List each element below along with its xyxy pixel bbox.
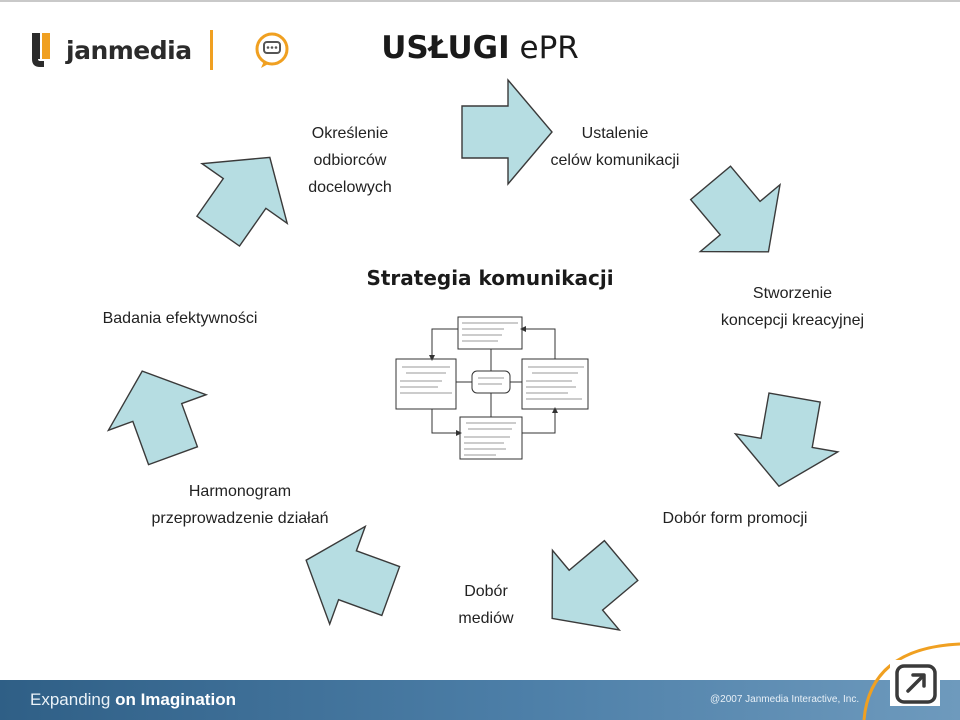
top-border	[0, 0, 960, 2]
cycle-arrow-right	[727, 387, 847, 496]
step-label-harmonogram: Harmonogram przeprowadzenie działań	[125, 478, 355, 532]
step-label-okreslenie: Określenie odbiorców docelowych	[285, 120, 415, 201]
step-label-badania: Badania efektywności	[80, 305, 280, 332]
step-label-ustalenie: Ustalenie celów komunikacji	[530, 120, 700, 174]
step-label-dobor-mediow: Dobór mediów	[436, 578, 536, 632]
step-label-dobor-form: Dobór form promocji	[640, 505, 830, 532]
strategy-flow-thumbnail	[395, 316, 589, 460]
step-line: Badania efektywności	[102, 310, 258, 327]
step-line: Stworzenie	[752, 285, 833, 302]
logo-divider	[210, 30, 213, 70]
cycle-arrow-bottom-right	[518, 520, 656, 659]
step-line: odbiorców	[313, 152, 387, 169]
logo-mark-icon	[30, 33, 60, 67]
footer-bar: Expanding on Imagination @2007 Janmedia …	[0, 680, 960, 720]
title-bold: USŁUGI	[381, 30, 510, 66]
step-label-stworzenie: Stworzenie koncepcji kreacyjnej	[700, 280, 885, 334]
cycle-arrow-left	[92, 352, 223, 475]
step-line: mediów	[458, 610, 514, 627]
page-title: USŁUGI ePR	[0, 30, 960, 66]
chat-bubble-icon	[252, 30, 292, 70]
center-title: Strategia komunikacji	[366, 266, 614, 290]
step-line: Dobór	[464, 583, 508, 600]
step-line: docelowych	[308, 179, 392, 196]
title-rest: ePR	[509, 30, 579, 66]
step-line: celów komunikacji	[550, 152, 680, 169]
slogan-part1: Expanding	[30, 690, 116, 709]
slogan-part2: on Imagination	[115, 690, 236, 709]
janmedia-logo: janmedia	[30, 30, 192, 70]
step-line: Dobór form promocji	[662, 510, 808, 527]
step-line: Określenie	[311, 125, 389, 142]
external-link-icon[interactable]	[892, 662, 940, 706]
logo-text: janmedia	[66, 35, 192, 65]
footer-slogan: Expanding on Imagination	[30, 690, 236, 710]
step-line: Harmonogram	[188, 483, 292, 500]
step-line: koncepcji kreacyjnej	[720, 312, 865, 329]
step-line: Ustalenie	[581, 125, 649, 142]
step-line: przeprowadzenie działań	[151, 510, 329, 527]
footer-copyright: @2007 Janmedia Interactive, Inc.	[710, 694, 860, 705]
